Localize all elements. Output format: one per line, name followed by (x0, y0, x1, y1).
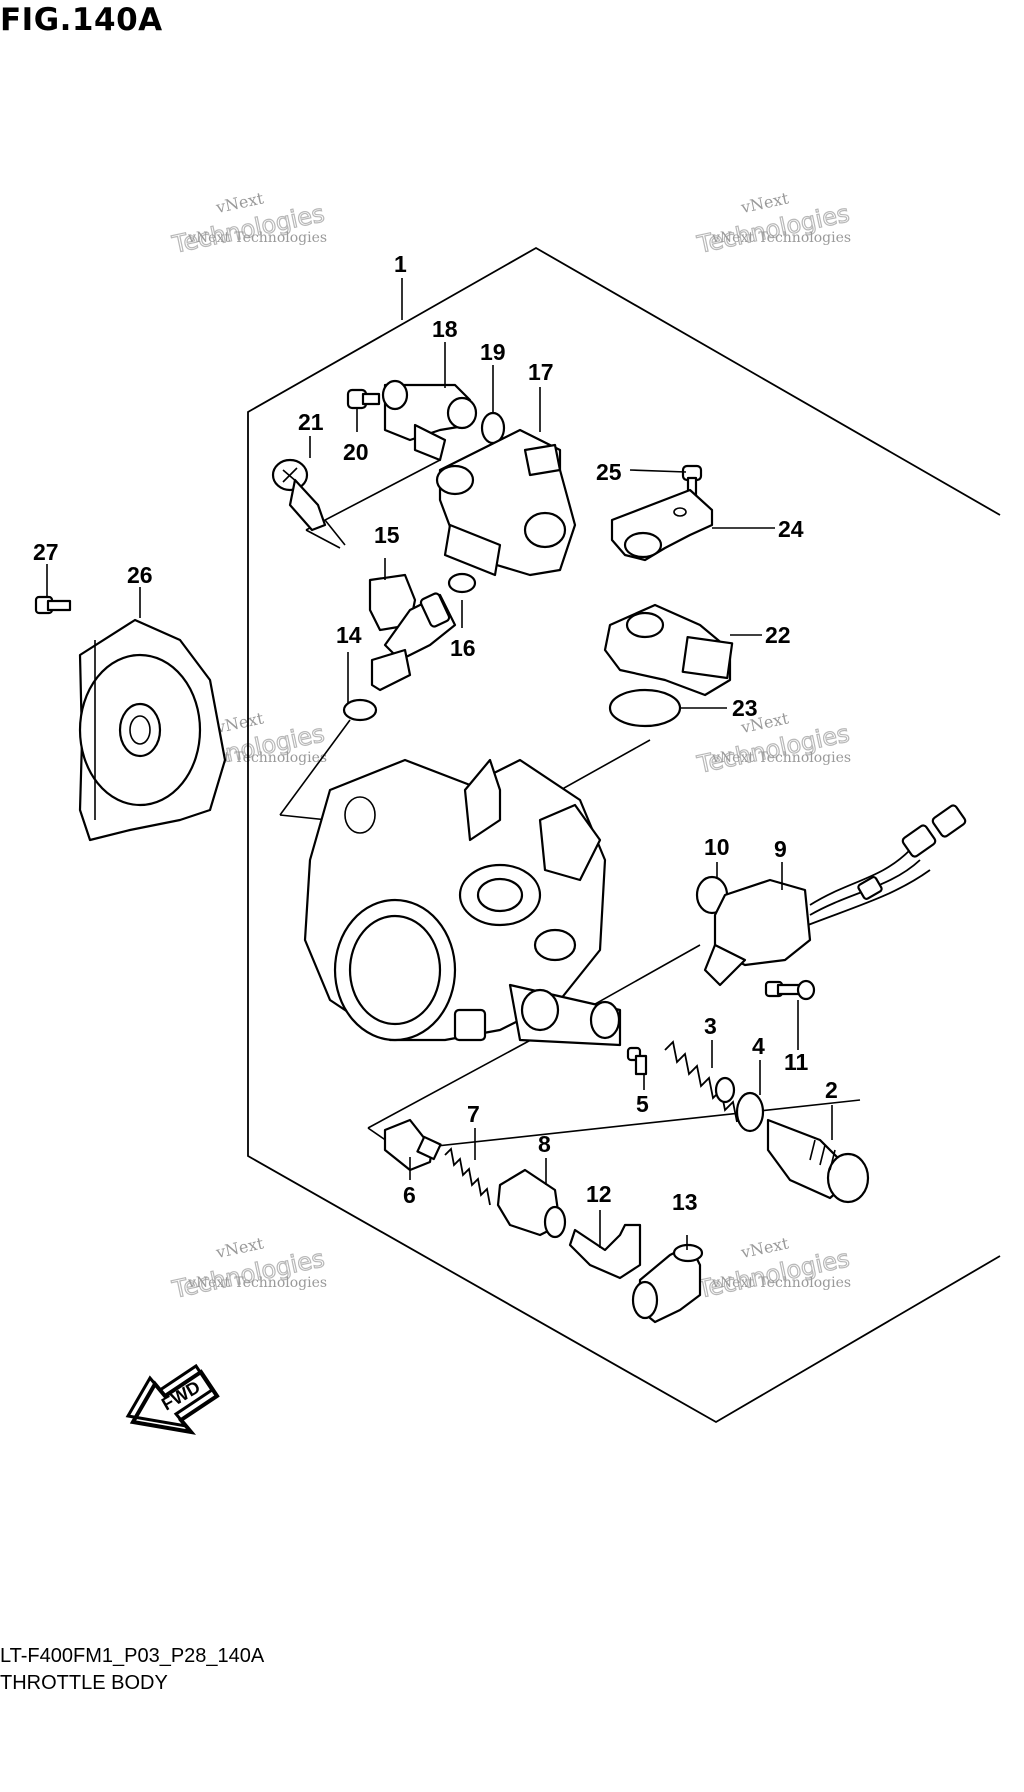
callout-leaders (46, 278, 833, 1250)
callout-8[interactable]: 8 (538, 1131, 551, 1157)
part-26-cover[interactable] (78, 618, 227, 842)
callout-3[interactable]: 3 (704, 1013, 717, 1039)
callout-21[interactable]: 21 (298, 409, 324, 435)
callout-24[interactable]: 24 (778, 516, 804, 542)
callout-26[interactable]: 26 (127, 562, 153, 588)
callout-4[interactable]: 4 (752, 1033, 765, 1059)
part-7-spring[interactable] (444, 1147, 491, 1206)
part-8-nut[interactable] (496, 1168, 567, 1239)
part-24-bracket[interactable] (610, 488, 714, 562)
part-27-bolt[interactable] (34, 595, 72, 615)
callout-12[interactable]: 12 (586, 1181, 612, 1207)
watermark-text: vNext Technologies (711, 1275, 851, 1291)
callout-19[interactable]: 19 (480, 339, 506, 365)
callout-23[interactable]: 23 (732, 695, 758, 721)
callout-17[interactable]: 17 (528, 359, 554, 385)
throttle-body[interactable] (303, 758, 622, 1047)
part-2-idle-screw[interactable] (766, 1118, 870, 1204)
part-14-seal[interactable] (342, 698, 378, 722)
drawing-name: THROTTLE BODY (0, 1672, 168, 1694)
callout-5[interactable]: 5 (636, 1091, 649, 1117)
callout-16[interactable]: 16 (450, 635, 476, 661)
part-3-spring[interactable] (664, 1040, 738, 1123)
watermark-text: vNext Technologies (187, 230, 327, 246)
assembly-boundary (247, 246, 1001, 1424)
part-12-hose[interactable] (568, 1223, 642, 1280)
callout-7[interactable]: 7 (467, 1101, 480, 1127)
watermark-text: vNext Technologies (711, 230, 851, 246)
part-22-sensor[interactable] (603, 603, 734, 697)
callout-11[interactable]: 11 (784, 1049, 809, 1075)
watermark-text: vNext Technologies (187, 1275, 327, 1291)
part-13-elbow-hose[interactable] (631, 1243, 704, 1324)
callout-2[interactable]: 2 (825, 1077, 838, 1103)
part-4-o-ring[interactable] (735, 1091, 765, 1133)
part-6-plunger[interactable] (383, 1118, 442, 1172)
callout-6[interactable]: 6 (403, 1182, 416, 1208)
part-9-tps-sensor[interactable] (703, 804, 967, 987)
part-16-o-ring[interactable] (447, 572, 477, 594)
fwd-arrow: FWD (125, 1363, 220, 1435)
watermark-group: Technologies vNext vNext Technologies Te… (169, 188, 853, 1304)
callout-15[interactable]: 15 (374, 522, 400, 548)
part-17-fuel-rail[interactable] (435, 428, 577, 577)
callout-27[interactable]: 27 (33, 539, 59, 565)
part-18-regulator[interactable] (381, 379, 478, 462)
part-23-o-ring[interactable] (608, 688, 682, 728)
figure-title: FIG.140A (0, 2, 163, 38)
part-15-injector[interactable] (368, 573, 457, 692)
part-11-screw[interactable] (764, 979, 816, 1001)
callout-13[interactable]: 13 (672, 1189, 698, 1215)
callout-20[interactable]: 20 (343, 439, 369, 465)
part-21-bolt[interactable] (271, 458, 327, 532)
callout-labels: 1 18 19 17 21 20 25 24 15 27 26 14 22 16… (33, 251, 838, 1215)
drawing-code: LT-F400FM1_P03_P28_140A (0, 1645, 265, 1667)
callout-18[interactable]: 18 (432, 316, 458, 342)
watermark-text: vNext Technologies (711, 750, 851, 766)
callout-14[interactable]: 14 (336, 622, 362, 648)
callout-10[interactable]: 10 (704, 834, 730, 860)
callout-25[interactable]: 25 (596, 459, 622, 485)
part-20-screw[interactable] (346, 388, 381, 410)
part-5-screw[interactable] (626, 1046, 648, 1076)
callout-9[interactable]: 9 (774, 836, 787, 862)
callout-1[interactable]: 1 (394, 251, 407, 277)
callout-22[interactable]: 22 (765, 622, 791, 648)
